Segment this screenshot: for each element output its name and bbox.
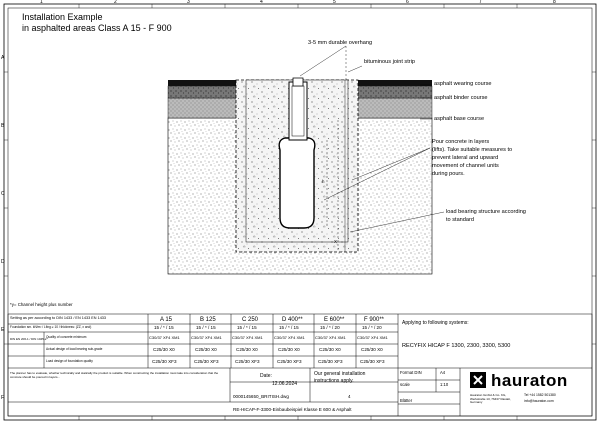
grid-letter-d: D	[1, 259, 5, 265]
callout-pour-line4: movement of channel units	[432, 163, 499, 169]
grid-number-8: 8	[553, 0, 556, 5]
cell-3-0: C25/30 XF3	[152, 359, 177, 364]
row-label-foundation: Foundation sm. kN/m² / Lfing ≥ 10 / thic…	[10, 325, 92, 329]
side-group-label: DIN EN 206-1 / DIN 1045-2	[10, 337, 47, 341]
cell-1-3: C30/37 XF4 XM1	[274, 335, 305, 340]
date-label: Date:	[260, 373, 272, 379]
fine-print: The planner has to evaluate, whether tec…	[10, 371, 219, 379]
logo-wordmark: hauraton	[491, 371, 568, 390]
class-f900: F 900**	[364, 317, 385, 323]
channel-unit	[278, 137, 316, 229]
blatt-label: Blätter	[400, 398, 413, 403]
cell-0-1: 15 / * / 15	[196, 325, 216, 330]
callout-base-course: asphalt base course	[434, 116, 485, 122]
company-email: info@hauraton.com	[524, 399, 554, 403]
table-header-label: Setting as per according to DIN 1433 / E…	[10, 316, 107, 320]
grid-letter-b: B	[1, 123, 5, 129]
scale-label: scale	[400, 382, 410, 387]
cell-2-2: C25/30 X0	[236, 347, 258, 352]
cell-1-4: C30/37 XF4 XM1	[315, 335, 346, 340]
cell-3-1: C25/30 XF3	[194, 359, 219, 364]
grid-letter-c: C	[1, 191, 5, 197]
sheet-number: 4	[348, 394, 351, 399]
grid-number-1: 1	[40, 0, 43, 5]
callout-overhang: 3-5 mm durable overhang	[308, 40, 373, 46]
callout-load-line1: load bearing structure according	[446, 209, 526, 215]
format-value: A4	[440, 370, 446, 375]
cell-1-0: C30/37 XF4 XM1	[149, 335, 180, 340]
footnote: *y= Channel height plus number	[10, 302, 73, 307]
callout-joint-strip: bituminous joint strip	[364, 59, 415, 65]
cell-1-1: C30/37 XF4 XM1	[191, 335, 222, 340]
filename: RE-HICAP-F-3300-Einbaubeispiel Klasse E …	[233, 407, 352, 412]
hauraton-logo: hauraton	[470, 370, 568, 392]
cell-0-2: 15 / * / 15	[237, 325, 257, 330]
date-value: 12.06.2024	[272, 381, 298, 387]
cell-2-3: C25/30 X0	[278, 347, 300, 352]
cell-3-3: C25/30 XF3	[277, 359, 302, 364]
callout-load-line2: to standard	[446, 217, 474, 223]
dimension-x: X	[334, 239, 337, 244]
cell-2-4: C25/30 X0	[319, 347, 341, 352]
class-c250: C 250	[242, 317, 259, 323]
cell-2-0: C25/30 X0	[153, 347, 175, 352]
callout-pour-line3: prevent lateral and upward	[432, 155, 499, 161]
cross-section	[167, 45, 445, 275]
channel-grate-frame	[288, 81, 308, 141]
callout-pour-line5: during pours.	[432, 171, 465, 177]
grid-number-3: 3	[187, 0, 190, 5]
dimension-h: h	[322, 179, 325, 184]
grid-letter-f: F	[1, 395, 5, 401]
grid-number-7: 7	[479, 0, 482, 5]
cell-1-5: C30/37 XF4 XM1	[357, 335, 388, 340]
cell-2-5: C25/30 X0	[361, 347, 383, 352]
cell-0-5: 15 / * / 20	[362, 325, 382, 330]
cell-3-2: C25/30 XF3	[235, 359, 260, 364]
grid-number-5: 5	[333, 0, 336, 5]
cell-0-3: 15 / * / 15	[279, 325, 299, 330]
drawing-title-line1: Installation Example	[22, 12, 103, 22]
format-label: Format DIN	[400, 370, 422, 375]
row-label-concrete: Quality of concrete minimum	[46, 335, 87, 339]
grid-letter-e: E	[1, 327, 5, 333]
general-instructions-2: instructions apply.	[314, 378, 354, 384]
doc-number: 0000145650_BRITISH.dwg	[233, 394, 289, 399]
callout-pour-line2: (lifts). Take suitable measures to	[432, 147, 513, 153]
grid-number-2: 2	[114, 0, 117, 5]
spec-table	[7, 313, 593, 417]
cell-3-5: C25/30 XF3	[360, 359, 385, 364]
applies-label: Applying to following systems:	[402, 320, 469, 326]
callout-binder-course: asphalt binder course	[434, 95, 488, 101]
general-instructions-1: Our general installation	[314, 371, 366, 377]
class-e600: E 600**	[324, 317, 345, 323]
company-phone: Tel +44 1582 501380	[524, 393, 556, 397]
callout-pour-line1: Pour concrete in layers	[432, 139, 490, 145]
systems-list: RECYFIX HICAP F 1300, 2300, 3300, 5300	[402, 343, 511, 349]
class-b125: B 125	[200, 317, 216, 323]
class-a15: A 15	[160, 317, 173, 323]
grid-number-6: 6	[406, 0, 409, 5]
grid-letter-a: A	[1, 55, 5, 61]
hauraton-logo-mark	[470, 372, 486, 388]
row-label-subgrade: Actual design of load bearing sub-grade	[46, 347, 103, 351]
drawing-title-line2: in asphalted areas Class A 15 - F 900	[22, 23, 172, 33]
cell-0-0: 15 / * / 15	[154, 325, 174, 330]
company-address: Hauraton GmbH & Co. KG, Werkstraße 13, 7…	[470, 393, 511, 405]
grid-number-4: 4	[260, 0, 263, 5]
callout-wearing-course: asphalt wearing course	[434, 81, 492, 87]
cell-2-1: C25/30 X0	[195, 347, 217, 352]
cell-3-4: C25/30 XF3	[318, 359, 343, 364]
cell-0-4: 15 / * / 20	[320, 325, 340, 330]
class-d400: D 400**	[282, 317, 303, 323]
cell-1-2: C30/37 XF4 XM1	[232, 335, 263, 340]
scale-value: 1:10	[440, 382, 449, 387]
row-label-foundation-quality: Load design of foundation quality	[46, 359, 93, 363]
